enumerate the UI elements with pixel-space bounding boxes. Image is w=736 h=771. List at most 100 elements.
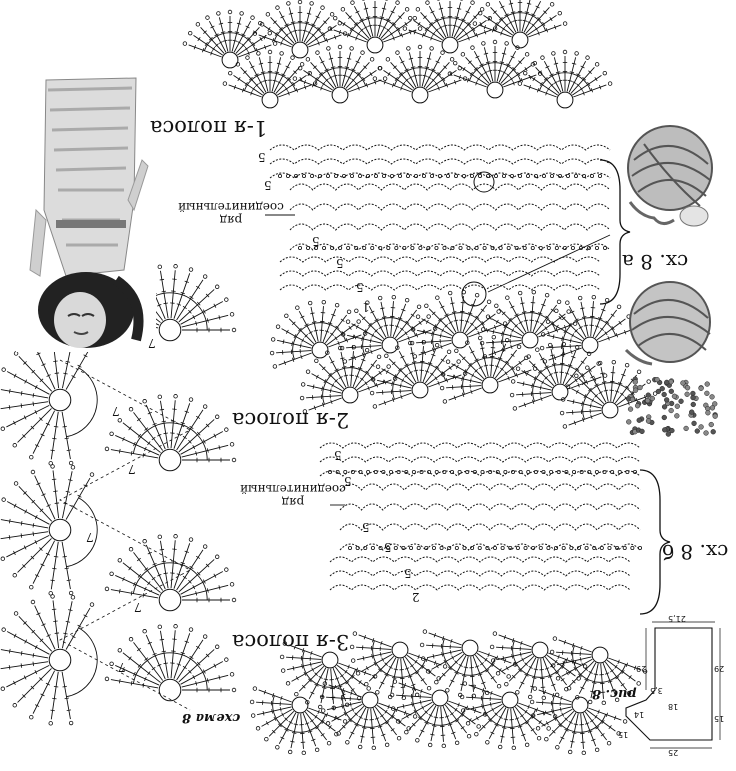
dimension-label: 29 bbox=[636, 664, 647, 673]
count-5-label: 5 bbox=[404, 566, 412, 580]
schema-8-fan-motif bbox=[104, 534, 237, 612]
band-3-label: 3-я полоса bbox=[232, 630, 350, 654]
join-row-1-loop-row bbox=[289, 183, 611, 191]
band-2-loop-row bbox=[319, 442, 641, 449]
schema-8-fan-motif bbox=[0, 594, 98, 726]
scheme-8a-brace bbox=[599, 159, 631, 305]
dimension-label: 29 bbox=[714, 664, 725, 673]
schema-8-fan-motif bbox=[0, 334, 98, 466]
dimension-label: 14 bbox=[634, 710, 645, 719]
band-3-fan-motif bbox=[529, 686, 628, 756]
schema-8-fan-motif bbox=[104, 624, 237, 702]
highlight-circle bbox=[473, 171, 495, 193]
count-2-label: 2 bbox=[412, 590, 420, 604]
schema-8-label: схема 8 bbox=[182, 710, 241, 725]
count-5-label: 5 bbox=[384, 540, 392, 554]
band-2-fan-motif bbox=[479, 289, 578, 359]
count-5-label: 5 bbox=[264, 178, 272, 192]
schema-8-fan-motif bbox=[0, 464, 98, 596]
band-2-fan-motif bbox=[369, 339, 468, 409]
scheme-8a-label: сх. 8 а bbox=[622, 250, 689, 274]
band-3-upper-loop-row bbox=[329, 570, 631, 577]
band-2-loop-row bbox=[319, 456, 641, 463]
yarn-ball-photo-2 bbox=[620, 278, 716, 374]
band-2-fan-motif bbox=[439, 334, 538, 404]
join-row-2-loop-row bbox=[339, 503, 641, 511]
dimension-label: 15 bbox=[714, 714, 725, 723]
band-2-fan-motif bbox=[509, 341, 608, 411]
join-row-2-loop-row bbox=[339, 523, 641, 531]
band-3-fan-motif bbox=[249, 686, 348, 756]
dimension-lines bbox=[645, 621, 721, 749]
count-5-label: 5 bbox=[334, 448, 342, 462]
band-1-fan-motif bbox=[327, 0, 423, 54]
scheme-8a-pointer bbox=[487, 234, 611, 293]
join-row-2-loop-row bbox=[339, 483, 641, 491]
fan-7-label: 7 bbox=[112, 404, 120, 418]
garment-outline bbox=[625, 627, 713, 741]
join-row-1-loop-row bbox=[289, 203, 611, 211]
band-3-fan-motif bbox=[459, 681, 558, 751]
band-2-upper-loop-row bbox=[279, 284, 601, 291]
band-1-fan-motif bbox=[472, 0, 568, 49]
band-2-label: 2-я полоса bbox=[232, 408, 350, 432]
figure-8-label: рис. 8 bbox=[592, 686, 637, 701]
model-photo bbox=[16, 70, 156, 352]
dimension-label: 25 bbox=[668, 748, 679, 757]
band-1-loop-row bbox=[269, 158, 611, 165]
count-5-label: 5 bbox=[356, 280, 364, 294]
band-1-label: 1-я полоса bbox=[150, 116, 268, 140]
join-row-1-loop-row bbox=[289, 223, 611, 231]
band-2-fan-motif bbox=[409, 289, 508, 359]
band-1-fan-motif bbox=[402, 0, 498, 54]
band-1-fan-motif bbox=[447, 39, 543, 99]
band-2-upper-loop-row bbox=[279, 256, 601, 263]
band-1-fan-motif bbox=[222, 49, 318, 109]
highlight-circle bbox=[461, 281, 487, 307]
band-2-upper-loop-row bbox=[279, 270, 601, 277]
join-row-2-loop-row bbox=[339, 543, 641, 551]
count-5-label: 5 bbox=[344, 474, 352, 488]
band-3-fan-motif bbox=[489, 631, 588, 701]
scheme-8b-brace bbox=[639, 469, 671, 615]
count-5-label: 5 bbox=[336, 256, 344, 270]
band-1-fan-motif bbox=[252, 0, 348, 59]
dimension-label: 15 bbox=[618, 730, 629, 739]
band-2-fan-motif bbox=[539, 294, 638, 364]
count-5-label: 5 bbox=[312, 234, 320, 248]
band-2-fan-motif bbox=[299, 344, 398, 414]
count-1-label: 1 bbox=[362, 300, 370, 314]
count-5-label: 5 bbox=[258, 150, 266, 164]
band-3-fan-motif bbox=[549, 636, 648, 706]
dimension-label: 3,5 bbox=[650, 686, 663, 695]
schema-8-guide-line bbox=[59, 359, 191, 711]
fan-7-label: 7 bbox=[128, 462, 136, 476]
yarn-ball-photo-1 bbox=[620, 120, 716, 232]
fan-7-label: 7 bbox=[134, 600, 142, 614]
band-1-stitch-row bbox=[277, 173, 603, 178]
band-3-fan-motif bbox=[279, 641, 378, 711]
band-3-upper-loop-row bbox=[329, 584, 631, 591]
band-1-fan-motif bbox=[372, 44, 468, 104]
band-1-fan-motif bbox=[292, 44, 388, 104]
dimension-label: 18 bbox=[668, 702, 679, 711]
dimension-label: 21,5 bbox=[668, 614, 686, 623]
scheme-8b-label: сх. 8 б bbox=[662, 540, 729, 564]
join-row-2-stitch-row bbox=[347, 546, 643, 551]
fan-7-label: 7 bbox=[86, 530, 94, 544]
beads-photo bbox=[622, 372, 722, 442]
band-2-fan-motif bbox=[339, 294, 438, 364]
band-3-fan-motif bbox=[419, 629, 518, 699]
schema-8-fan-motif bbox=[104, 394, 237, 472]
band-1-fan-motif bbox=[517, 49, 613, 109]
band-1-fan-motif bbox=[182, 9, 278, 69]
band-1-loop-row bbox=[269, 144, 611, 151]
band-2-stitch-row bbox=[327, 469, 638, 474]
fan-7-label: 7 bbox=[118, 660, 126, 674]
band-2-fan-motif bbox=[269, 299, 368, 369]
fan-7-label: 7 bbox=[148, 336, 156, 350]
